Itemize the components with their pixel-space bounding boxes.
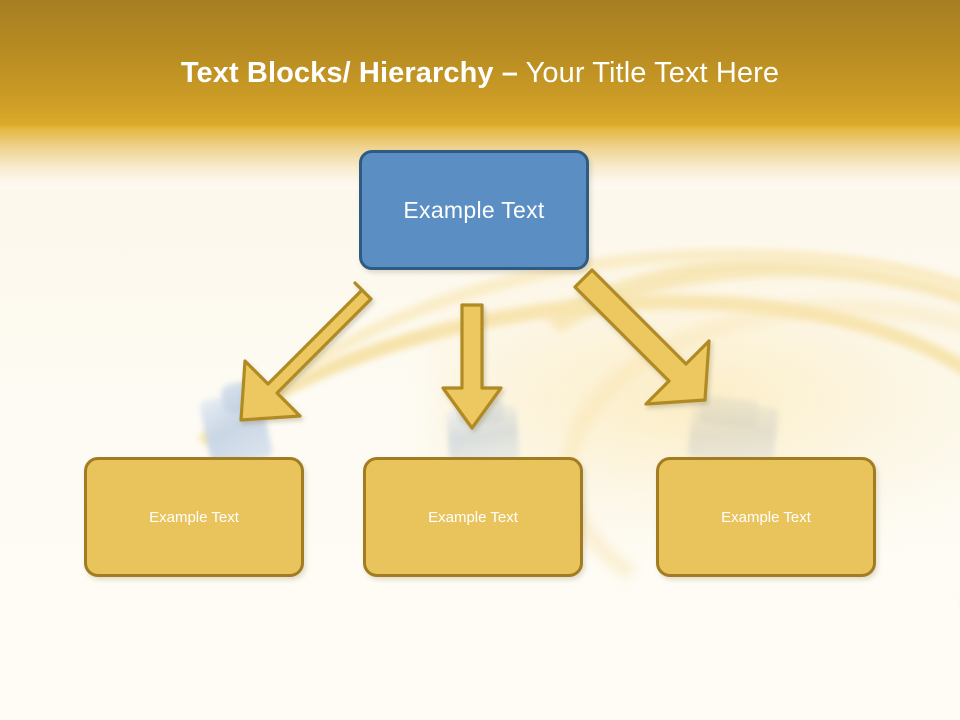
node-child-3[interactable]: Example Text [656,457,876,577]
node-child-3-label: Example Text [721,508,811,526]
node-child-1[interactable]: Example Text [84,457,304,577]
node-child-2-label: Example Text [428,508,518,526]
node-child-1-label: Example Text [149,508,239,526]
node-root[interactable]: Example Text [359,150,589,270]
page-title-light: Your Title Text Here [518,57,780,89]
page-title: Text Blocks/ Hierarchy – Your Title Text… [0,54,960,92]
page-title-bold: Text Blocks/ Hierarchy – [180,57,519,89]
node-child-2[interactable]: Example Text [363,457,583,577]
node-root-label: Example Text [403,196,545,223]
